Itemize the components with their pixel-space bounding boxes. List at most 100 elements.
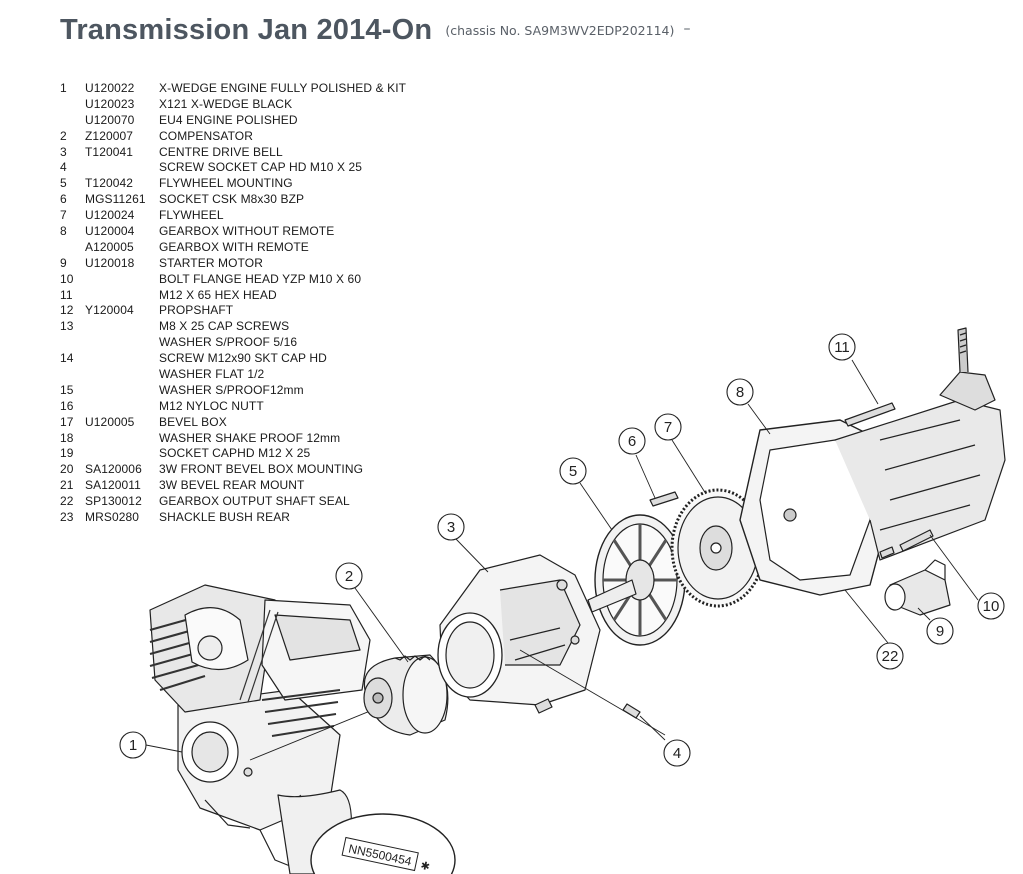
callout-num-5: 5 [569,463,577,480]
part-code: T120041 [85,144,134,159]
part-description: M8 X 25 CAP SCREWS [159,319,290,334]
part-description: GEARBOX WITH REMOTE [159,239,309,254]
part-description: SCREW M12x90 SKT CAP HD [159,351,327,366]
part-number: 1 [60,81,67,95]
part-description: FLYWHEEL MOUNTING [159,176,293,191]
part-description: SOCKET CAPHD M12 X 25 [159,446,311,461]
part-number: 2 [60,128,67,143]
centre-drive-bell [437,554,666,736]
flywheel-mounting [587,514,686,646]
header: Transmission Jan 2014-On (chassis No. SA… [60,14,690,47]
part-code: SP130012 [85,494,142,509]
part-code: U120022 [85,81,135,95]
callout-num-3: 3 [447,519,455,536]
svg-text:✱: ✱ [419,859,431,874]
part-number: 20 [60,462,74,477]
part-description: WASHER S/PROOF12mm [159,382,304,397]
part-number: 14 [60,351,74,366]
part-description: SOCKET CSK M8x30 BZP [159,192,305,207]
part-description: WASHER FLAT 1/2 [159,367,265,382]
callout-9 [926,617,954,645]
page-title: Transmission Jan 2014-On [60,14,433,46]
callout-num-6: 6 [628,433,636,450]
part-description: EU4 ENGINE POLISHED [159,112,298,127]
bolts [534,698,641,719]
callout-2 [335,562,363,590]
engine [149,584,496,874]
part-number: 18 [60,430,74,445]
part-description: GEARBOX WITHOUT REMOTE [159,224,335,239]
part-number: 12 [60,303,74,318]
part-number: 19 [60,446,74,461]
callout-num-11: 11 [834,339,850,356]
part-code: MRS0280 [85,510,140,525]
part-description: M12 NYLOC NUTT [159,398,264,413]
part-code: SA120006 [85,462,142,477]
gearbox [739,327,1006,596]
callout-num-8: 8 [736,384,744,401]
part-number: 21 [60,478,74,493]
part-number: 11 [60,287,73,302]
part-description: FLYWHEEL [159,208,224,223]
callout-7 [654,413,682,441]
flywheel [670,488,766,608]
part-number: 4 [60,160,67,175]
callout-num-2: 2 [345,568,353,585]
callout-11 [828,333,856,361]
callout-10 [977,592,1005,620]
part-number: 5 [60,176,67,191]
part-code: U120024 [85,208,135,223]
part-description: PROPSHAFT [159,303,234,318]
part-description: X121 X-WEDGE BLACK [159,96,293,111]
part-number: 10 [60,271,74,286]
part-code: Y120004 [85,303,134,318]
callout-8 [726,378,754,406]
part-number: 16 [60,398,74,413]
part-number: 13 [60,319,74,334]
callout-1 [119,731,147,759]
part-description: WASHER S/PROOF 5/16 [159,335,298,350]
callout-num-9: 9 [936,623,944,640]
part-code: U120070 [85,112,135,127]
part-description: WASHER SHAKE PROOF 12mm [159,430,341,445]
callout-3 [437,513,465,541]
compensator [363,654,449,736]
part-number: 15 [60,382,74,397]
leader-lines [145,359,979,753]
callout-numbers: 1 2 3 4 5 6 7 8 9 10 11 22 [129,339,1000,762]
part-number: 22 [60,494,74,509]
part-description: 3W BEVEL REAR MOUNT [159,478,305,493]
part-code: A120005 [85,239,134,254]
part-description: 3W FRONT BEVEL BOX MOUNTING [159,462,364,477]
callouts [119,333,1005,767]
part-description: GEARBOX OUTPUT SHAFT SEAL [159,494,350,509]
chassis-subtitle: (chassis No. SA9M3WV2EDP202114) [445,23,675,38]
title-dash: – [683,21,691,37]
part-number: 9 [60,255,67,270]
part-number: 3 [60,144,67,159]
part-description: COMPENSATOR [159,128,254,143]
callout-5 [559,457,587,485]
callout-6 [618,427,646,455]
part-code: U120018 [85,255,135,270]
starter-motor [884,559,951,616]
part-number: 7 [60,208,67,223]
engine-number-plate [277,789,456,874]
part-description: SCREW SOCKET CAP HD M10 X 25 [159,160,363,175]
part-code: T120042 [85,176,134,191]
part-description: SHACKLE BUSH REAR [159,510,291,525]
callout-num-7: 7 [664,419,672,436]
part-description: STARTER MOTOR [159,255,263,270]
part-description: BOLT FLANGE HEAD YZP M10 X 60 [159,271,362,286]
part-description: BEVEL BOX [159,414,227,429]
callout-num-1: 1 [129,737,137,754]
part-number: 23 [60,510,74,525]
callout-num-10: 10 [983,598,1000,615]
part-number: 8 [60,224,67,239]
callout-num-4: 4 [673,745,681,762]
part-code: U120005 [85,414,135,429]
callout-num-22: 22 [882,648,899,665]
part-number: 6 [60,192,67,207]
part-code: Z120007 [85,128,134,143]
